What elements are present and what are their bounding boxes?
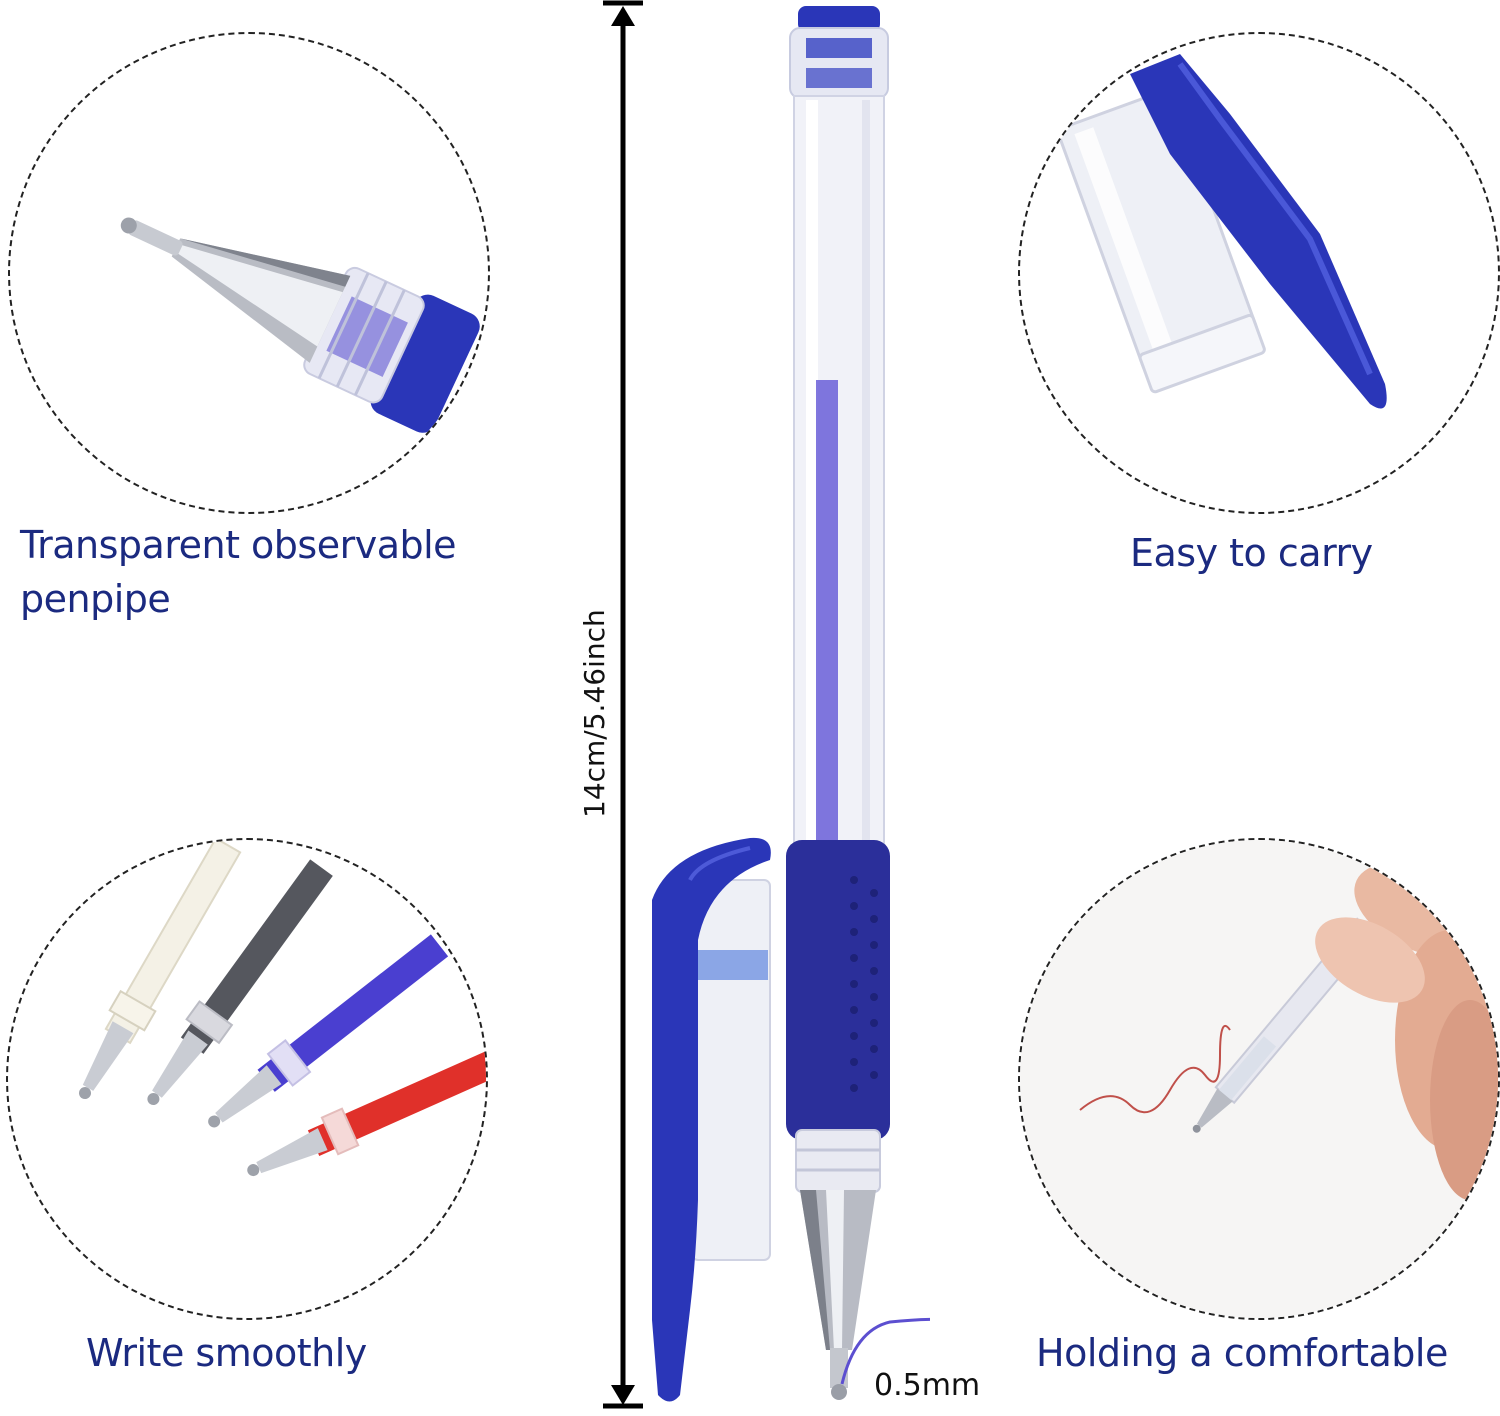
feature-circle-refills [6,838,488,1320]
caption-line-2: penpipe [20,577,171,621]
ink-line [840,1317,930,1385]
refill-red [247,1040,486,1177]
rubber-grip [786,840,890,1140]
pen-clip [652,837,771,1402]
pen-end-plug [798,6,880,32]
caption-holding-comfortable: Holding a comfortable [1036,1331,1448,1375]
pen-cap [691,879,771,1261]
feature-circle-clip [1018,32,1500,514]
pen-tip-closeup-illustration [120,217,480,433]
length-dimension-arrow [603,0,643,1409]
ballpoint-tip [831,1384,847,1400]
caption-write-smoothly: Write smoothly [86,1331,367,1375]
ink-refill [816,380,838,860]
feature-circle-pen-tip [8,32,490,514]
hand-writing-illustration [1020,840,1498,1318]
pen-clip-closeup-illustration [1057,54,1387,409]
caption-line-1: Transparent observable [20,523,457,567]
caption-transparent-penpipe: Transparent observable penpipe [20,518,457,626]
gel-refills-illustration [79,840,486,1177]
refill-white [79,840,242,1100]
tip-size-label: 0.5mm [874,1368,981,1403]
feature-circle-hand-writing [1018,838,1500,1320]
caption-easy-to-carry: Easy to carry [1130,531,1373,575]
refill-black [147,859,333,1106]
length-label: 14cm/5.46inch [578,609,611,818]
refill-blue [208,934,449,1128]
main-pen-illustration [652,6,930,1402]
